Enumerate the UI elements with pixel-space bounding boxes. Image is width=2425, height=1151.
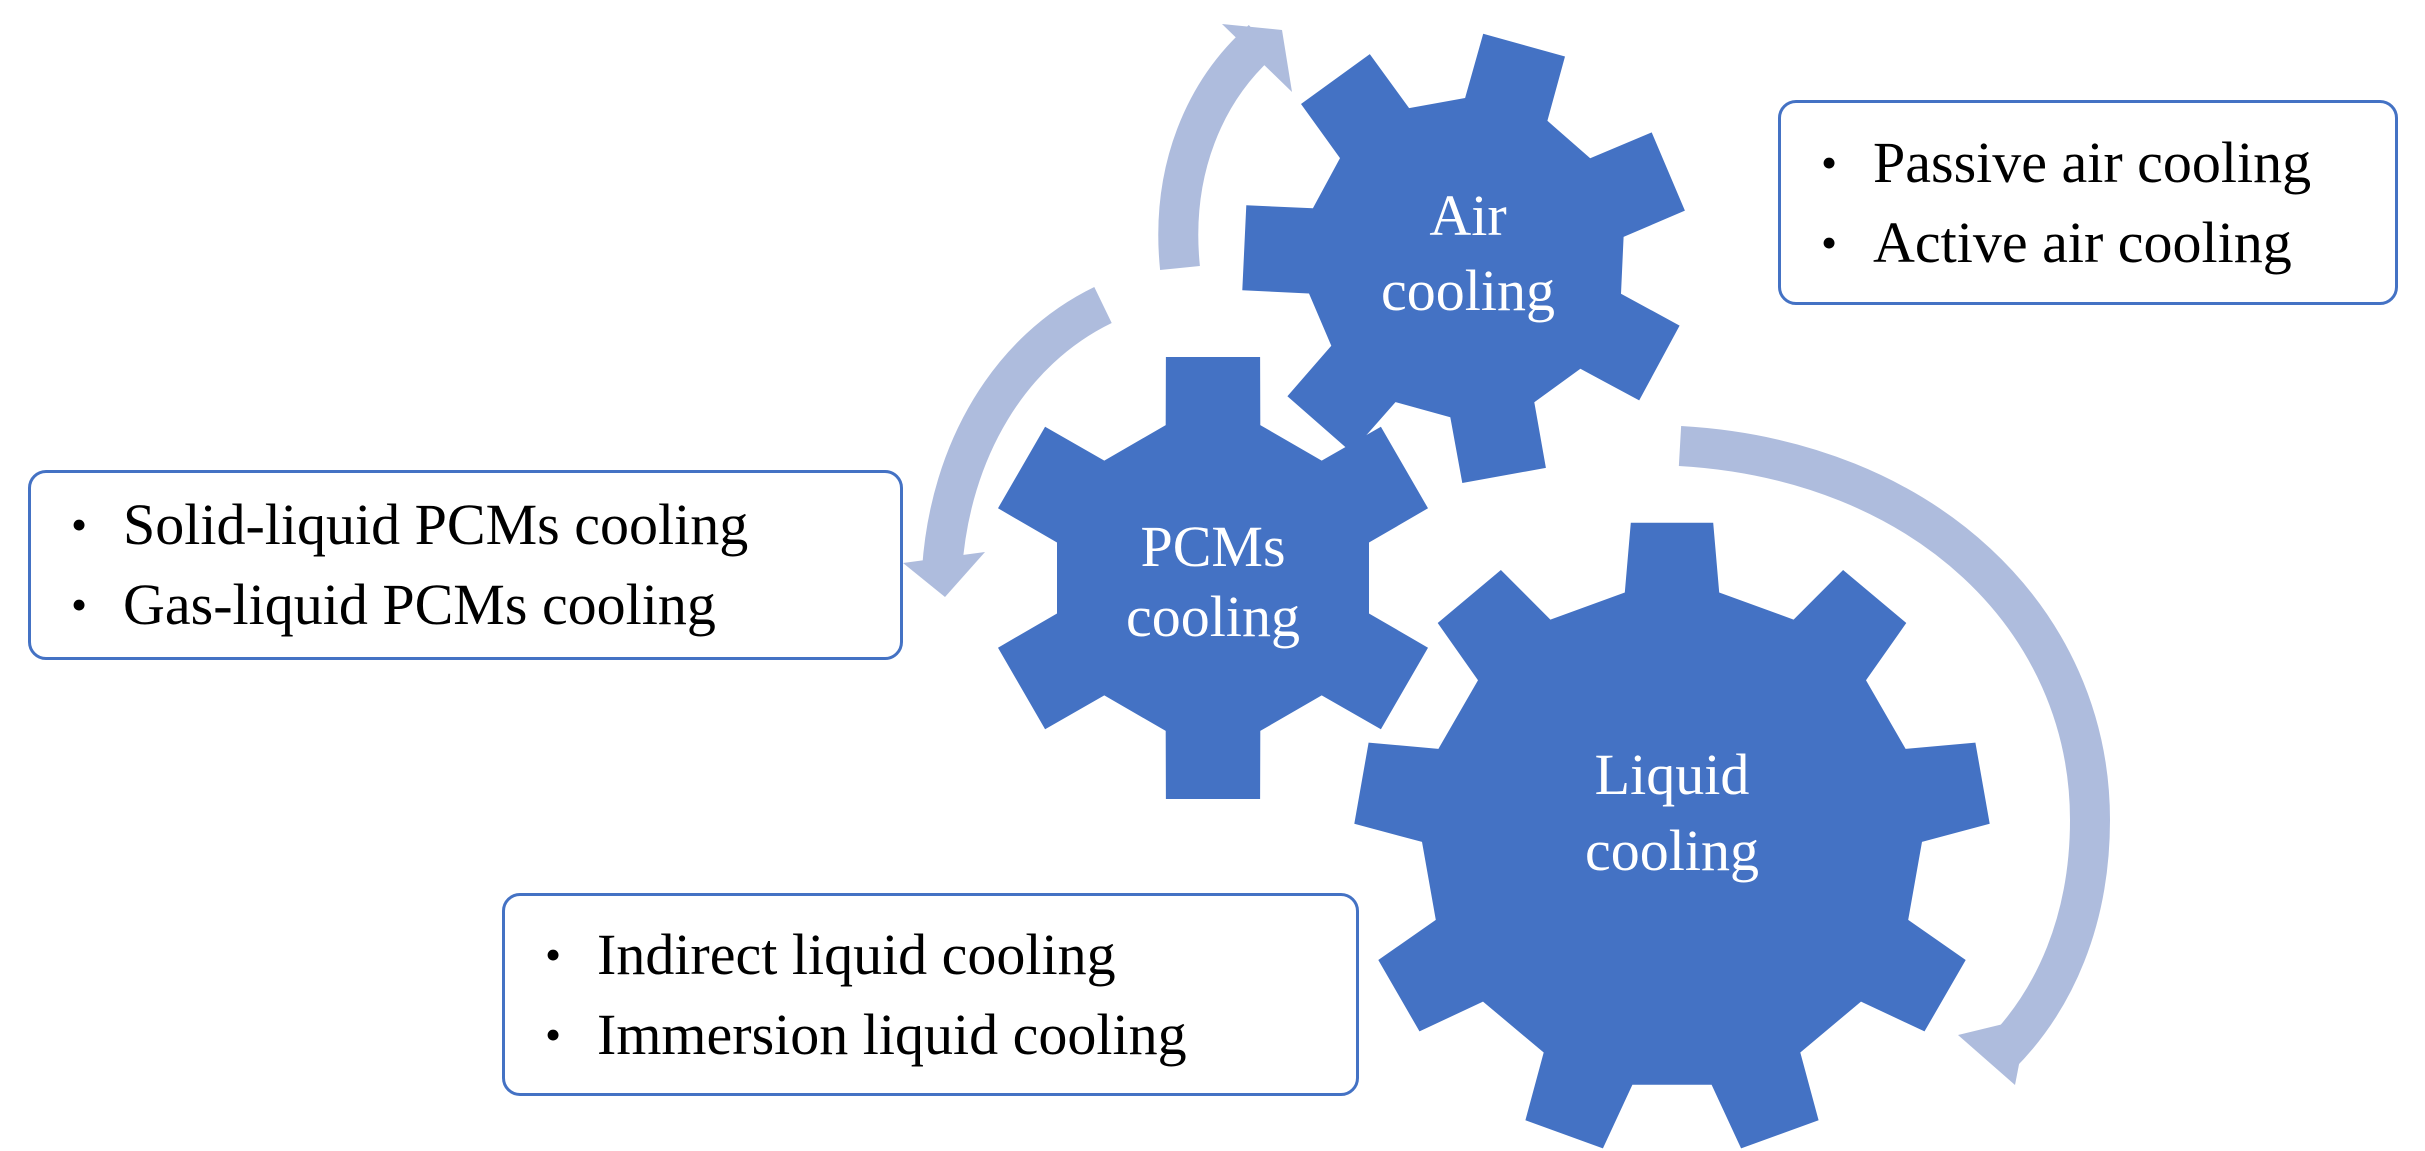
gear-pcm-label-line1: PCMs [1140, 514, 1285, 579]
gear-pcm-label-line2: cooling [1126, 584, 1300, 649]
arrow-left [903, 287, 1113, 597]
arrow-right [1678, 426, 2111, 1085]
list-item: •Gas-liquid PCMs cooling [49, 565, 900, 645]
gear-liquid-label-line2: cooling [1585, 818, 1759, 883]
list-item: •Indirect liquid cooling [523, 915, 1356, 995]
gear-pcm [998, 357, 1428, 799]
list-item: •Passive air cooling [1799, 123, 2395, 203]
gear-liquid-label-line1: Liquid [1595, 742, 1750, 807]
bullet-icon: • [1820, 216, 1838, 268]
list-item: •Immersion liquid cooling [523, 995, 1356, 1075]
gear-air-label-line2: cooling [1381, 258, 1555, 323]
bullet-icon: • [544, 928, 562, 980]
gear-air [1242, 33, 1685, 483]
list-item: •Solid-liquid PCMs cooling [49, 485, 900, 565]
gear-liquid [1354, 522, 1990, 1149]
pcm-cooling-box: •Solid-liquid PCMs cooling •Gas-liquid P… [28, 470, 903, 660]
liquid-cooling-box: •Indirect liquid cooling •Immersion liqu… [502, 893, 1359, 1096]
arrow-top-left [1158, 24, 1292, 271]
air-cooling-box: •Passive air cooling •Active air cooling [1778, 100, 2398, 305]
bullet-icon: • [544, 1008, 562, 1060]
bullet-icon: • [70, 499, 88, 550]
gear-air-label-line1: Air [1429, 183, 1506, 248]
bullet-icon: • [70, 579, 88, 630]
list-item: •Active air cooling [1799, 203, 2395, 283]
bullet-icon: • [1820, 136, 1838, 188]
